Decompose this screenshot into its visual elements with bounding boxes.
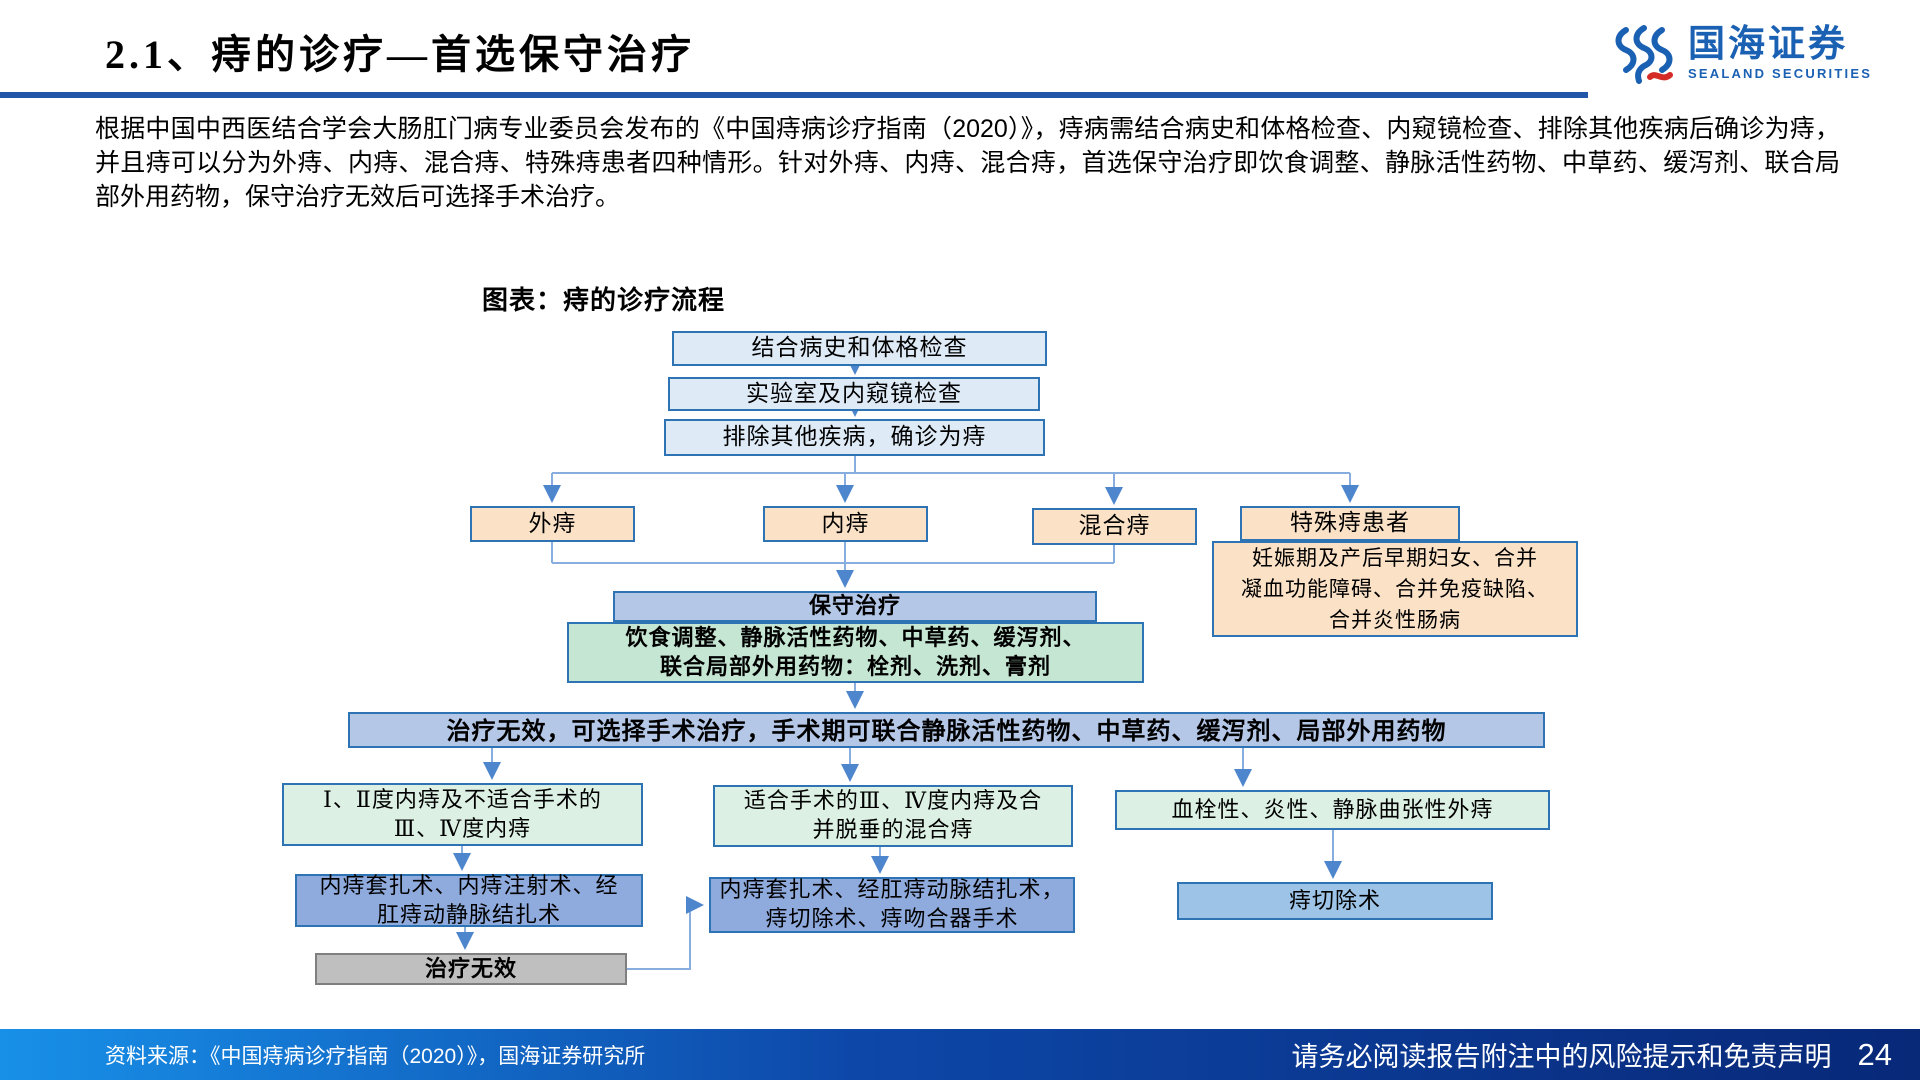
figure-caption: 图表：痔的诊疗流程 xyxy=(482,285,726,315)
page-number: 24 xyxy=(1857,1036,1892,1072)
flow-node-right-procedure: 痔切除术 xyxy=(1177,882,1493,920)
flow-node-external-hemorrhoid: 外痔 xyxy=(470,506,635,542)
flow-node-history-exam: 结合病史和体格检查 xyxy=(672,331,1047,366)
flow-node-mixed-hemorrhoid: 混合痔 xyxy=(1032,508,1197,545)
intro-paragraph: 根据中国中西医结合学会大肠肛门病专业委员会发布的《中国痔病诊疗指南（2020）》… xyxy=(95,115,1840,211)
flow-node-mid-procedure: 内痔套扎术、经肛痔动脉结扎术， 痔切除术、痔吻合器手术 xyxy=(709,877,1075,933)
flow-node-treatment-failure: 治疗无效 xyxy=(315,953,627,985)
flow-node-internal-hemorrhoid: 内痔 xyxy=(763,506,928,542)
company-logo: 国海证券 SEALAND SECURITIES xyxy=(1612,24,1872,84)
flow-node-surgery-option: 治疗无效，可选择手术治疗，手术期可联合静脉活性药物、中草药、缓泻剂、局部外用药物 xyxy=(348,712,1545,748)
footer-right-group: 请务必阅读报告附注中的风险提示和免责声明 24 xyxy=(1292,1029,1892,1080)
flow-node-left-indication: Ⅰ、Ⅱ度内痔及不适合手术的 Ⅲ、Ⅳ度内痔 xyxy=(282,783,643,846)
footer-source: 资料来源：《中国痔病诊疗指南（2020）》，国海证券研究所 xyxy=(105,1044,646,1068)
footer-disclaimer: 请务必阅读报告附注中的风险提示和免责声明 xyxy=(1291,1042,1832,1072)
logo-company-name: 国海证券 xyxy=(1688,23,1848,64)
footer-bar: 资料来源：《中国痔病诊疗指南（2020）》，国海证券研究所 请务必阅读报告附注中… xyxy=(0,1029,1920,1080)
flow-node-right-indication: 血栓性、炎性、静脉曲张性外痔 xyxy=(1115,790,1550,830)
flow-node-lab-endoscopy: 实验室及内窥镜检查 xyxy=(668,377,1040,411)
flow-node-special-patients: 特殊痔患者 xyxy=(1240,506,1460,541)
logo-company-subtitle: SEALAND SECURITIES xyxy=(1688,66,1873,81)
flow-node-left-procedure: 内痔套扎术、内痔注射术、经 肛痔动静脉结扎术 xyxy=(295,874,643,928)
flow-node-conservative-treatment: 保守治疗 xyxy=(613,591,1097,622)
title-underline-rule xyxy=(0,92,1588,98)
logo-text: 国海证券 SEALAND SECURITIES xyxy=(1688,23,1873,82)
flow-node-special-patients-note: 妊娠期及产后早期妇女、合并 凝血功能障碍、合并免疫缺陷、 合并炎性肠病 xyxy=(1212,541,1578,637)
sealand-wave-logo-icon xyxy=(1615,25,1673,84)
flow-node-conservative-detail: 饮食调整、静脉活性药物、中草药、缓泻剂、 联合局部外用药物：栓剂、洗剂、膏剂 xyxy=(567,622,1144,683)
flow-node-exclude-diagnose: 排除其他疾病，确诊为痔 xyxy=(664,419,1045,456)
flow-node-mid-indication: 适合手术的Ⅲ、Ⅳ度内痔及合 并脱垂的混合痔 xyxy=(713,785,1073,847)
page-title: 2.1、痔的诊疗—首选保守治疗 xyxy=(105,32,695,77)
